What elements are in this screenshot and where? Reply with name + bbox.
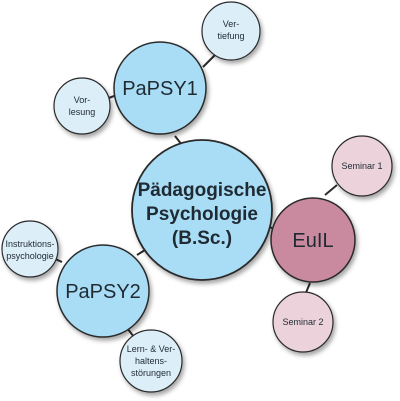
node-center-line-1: Pädagogische <box>138 180 267 201</box>
connector-papsy1-vertiefung <box>202 54 216 68</box>
node-center-line-3: (B.Sc.) <box>172 228 232 249</box>
node-lern-circle <box>119 329 183 393</box>
node-instruktion[interactable] <box>1 220 59 278</box>
node-instruktion-line-1: Instruktions- <box>5 239 54 249</box>
node-vertiefung-circle <box>201 1 261 61</box>
node-papsy2-circle <box>56 244 150 338</box>
connector-euil-seminar1 <box>324 184 338 196</box>
node-lern-line-3: störungen <box>131 368 171 378</box>
node-vertiefung-line-1: Ver- <box>223 19 240 29</box>
node-lern[interactable] <box>119 329 183 393</box>
node-euil[interactable] <box>270 197 356 283</box>
node-papsy1[interactable] <box>113 41 207 135</box>
node-vertiefung[interactable] <box>201 1 261 61</box>
node-euil-circle <box>270 197 356 283</box>
node-lern-line-1: Lern- & Ver- <box>127 344 176 354</box>
node-vertiefung-line-2: tiefung <box>217 31 244 41</box>
node-seminar1[interactable] <box>331 135 393 197</box>
node-papsy2[interactable] <box>56 244 150 338</box>
node-vorlesung-line-1: Vor- <box>74 95 91 105</box>
node-vorlesung-circle <box>53 77 111 135</box>
node-papsy1-circle <box>113 41 207 135</box>
node-vorlesung[interactable] <box>53 77 111 135</box>
node-instruktion-line-2: psychologie <box>6 251 54 261</box>
node-vorlesung-line-2: lesung <box>69 107 96 117</box>
node-seminar2-label: Seminar 2 <box>282 317 323 327</box>
node-seminar1-label: Seminar 1 <box>341 161 382 171</box>
node-seminar2[interactable] <box>272 291 334 353</box>
node-instruktion-circle <box>1 220 59 278</box>
node-lern-line-2: haltens- <box>135 356 167 366</box>
node-seminar2-circle <box>272 291 334 353</box>
node-center[interactable] <box>131 139 273 281</box>
node-euil-label: EuIL <box>292 230 333 252</box>
node-seminar1-circle <box>331 135 393 197</box>
node-center-line-2: Psychologie <box>146 204 258 225</box>
node-papsy1-label: PaPSY1 <box>122 78 198 100</box>
node-center-circle <box>131 139 273 281</box>
node-papsy2-label: PaPSY2 <box>65 281 141 303</box>
connector-center-papsy2 <box>136 249 146 256</box>
